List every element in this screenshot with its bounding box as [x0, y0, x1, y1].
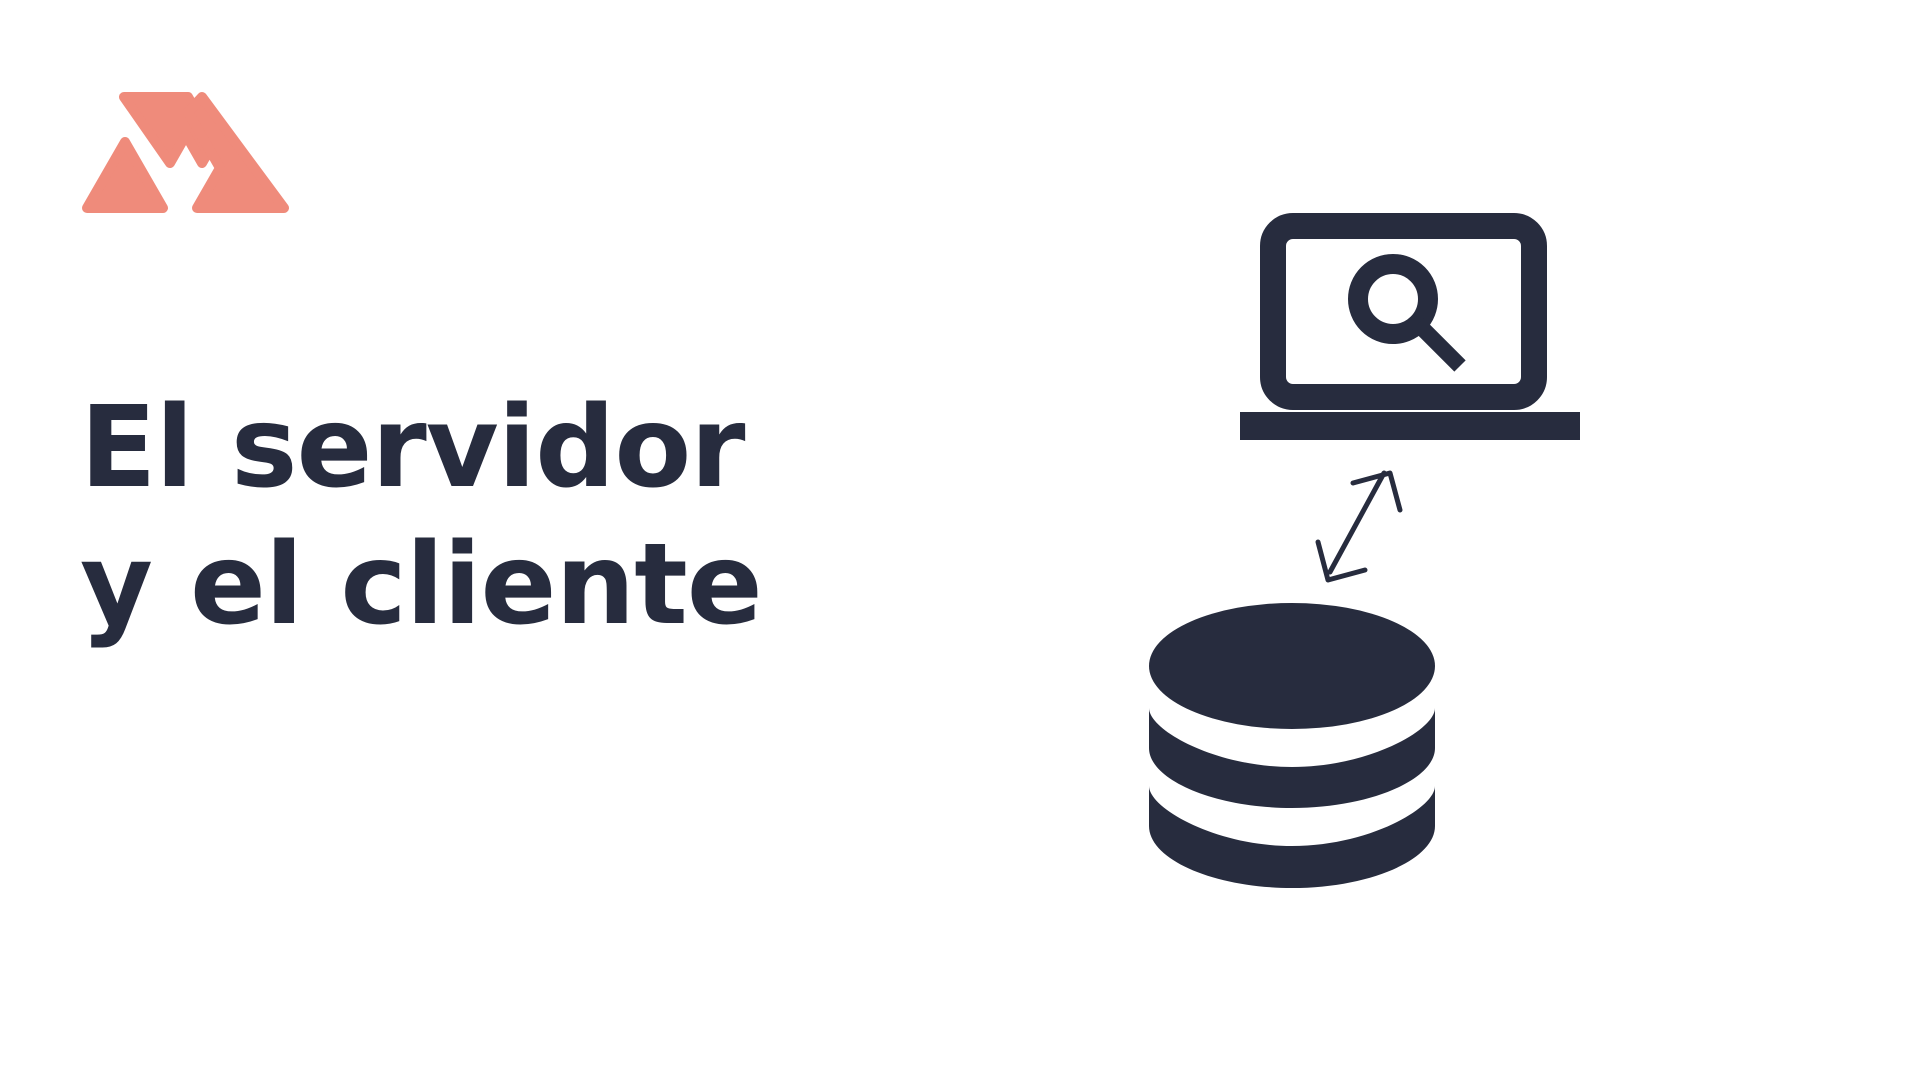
title-line-2: y el cliente — [80, 520, 763, 650]
laptop-search-icon — [1240, 213, 1580, 440]
title-line-1: El servidor — [80, 383, 745, 513]
page-title: El servidor y el cliente — [80, 380, 763, 654]
database-icon — [1149, 603, 1435, 888]
brand-logo-icon — [82, 92, 289, 213]
bidirectional-arrow-icon — [1315, 470, 1403, 583]
